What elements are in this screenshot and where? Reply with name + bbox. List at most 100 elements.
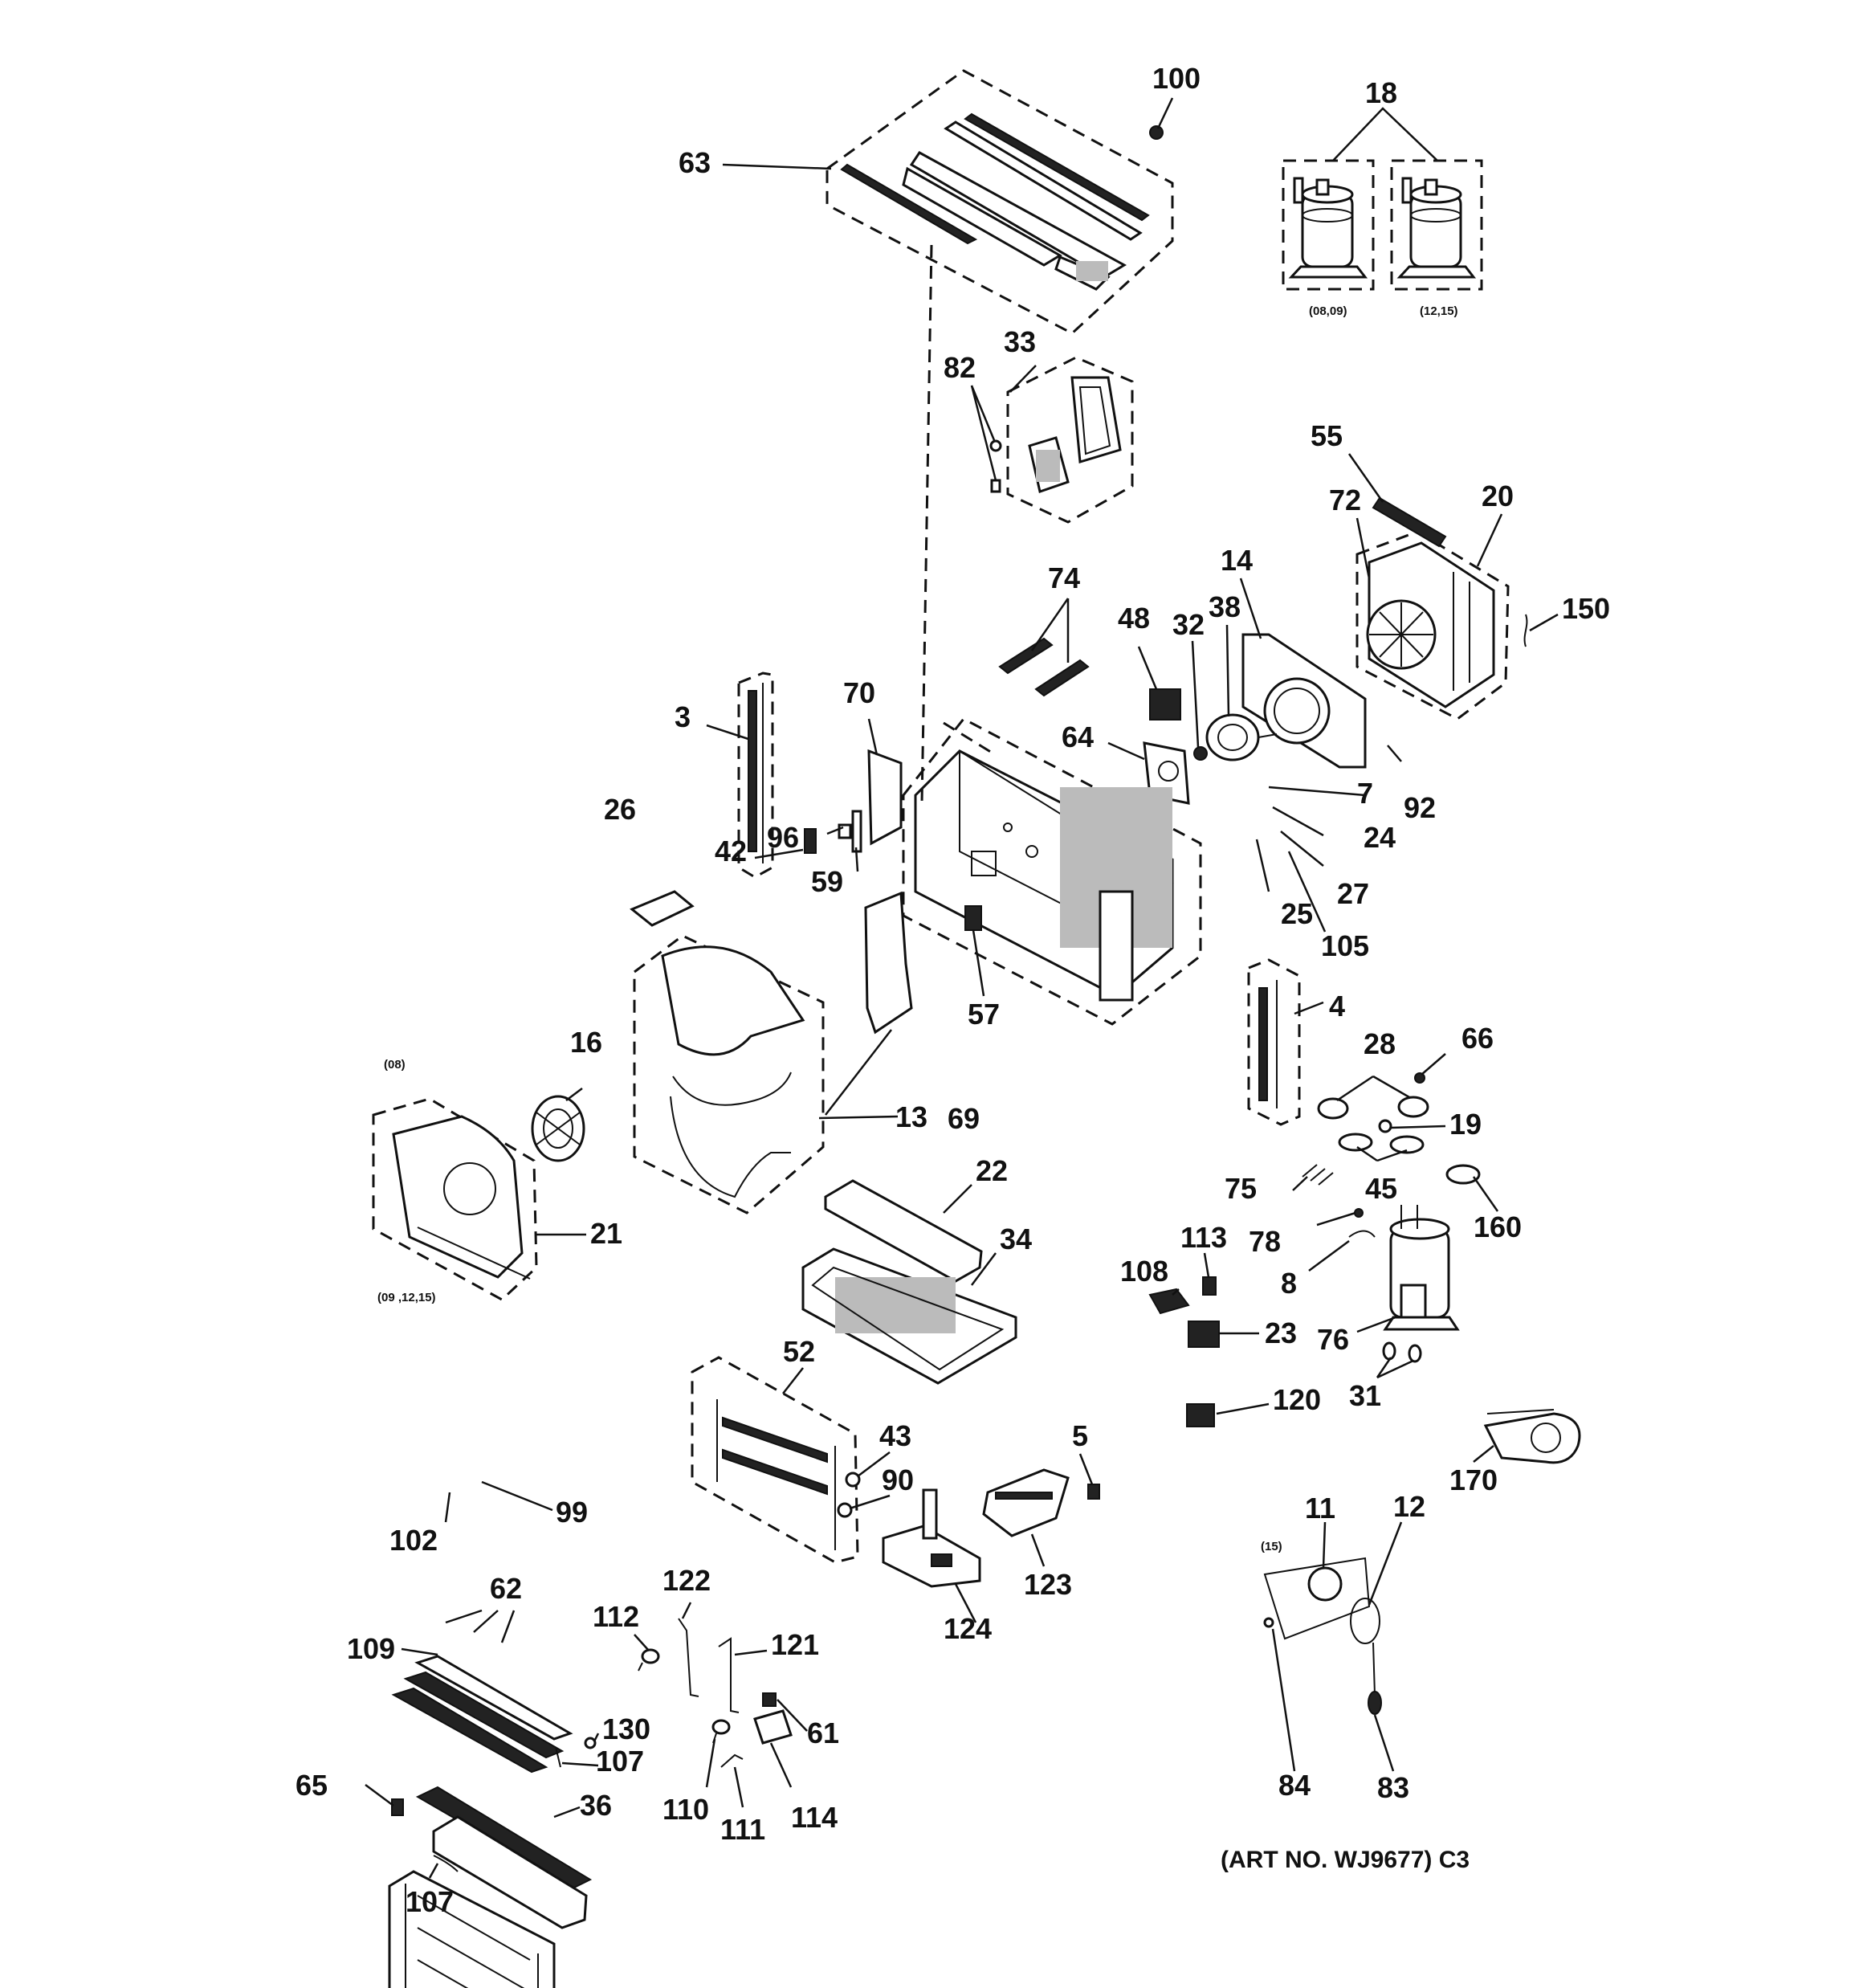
- part-11-12-84-83: [1263, 1557, 1382, 1715]
- label-84: 84: [1278, 1769, 1311, 1802]
- label-12: 12: [1393, 1490, 1425, 1523]
- label-114: 114: [791, 1801, 838, 1834]
- part-109: [432, 1815, 588, 1929]
- part-66: [1414, 1072, 1425, 1084]
- label-16: 16: [570, 1026, 602, 1059]
- part-14-fan-shroud: [1241, 633, 1367, 769]
- label-109: 109: [347, 1632, 395, 1665]
- label-110: 110: [662, 1793, 709, 1826]
- part-123: [982, 1468, 1070, 1537]
- part-130: [584, 1737, 597, 1749]
- label-13: 13: [895, 1100, 927, 1133]
- part-18-compressor-left: [1288, 177, 1368, 279]
- part-base-chassis: [914, 749, 1174, 1002]
- part-150: [1523, 614, 1528, 647]
- label-55: 55: [1311, 419, 1343, 452]
- part-48: [1149, 688, 1181, 720]
- part-107a: [555, 1746, 561, 1768]
- label-100: 100: [1152, 62, 1201, 95]
- part-99-102: [391, 1655, 573, 1774]
- part-69: [864, 891, 913, 1035]
- part-23: [1188, 1321, 1220, 1348]
- part-19: [1378, 1119, 1392, 1133]
- label-20: 20: [1482, 480, 1514, 512]
- label-33: 33: [1004, 325, 1036, 358]
- part-122: [678, 1618, 699, 1697]
- part-32: [1193, 746, 1208, 761]
- part-124: [882, 1488, 981, 1588]
- label-111: 111: [720, 1813, 765, 1846]
- label-61: 61: [807, 1717, 839, 1749]
- art-number: (ART NO. WJ9677) C3: [1221, 1847, 1470, 1873]
- label-5: 5: [1072, 1419, 1088, 1452]
- model-notes: (08,09) (12,15) (08) (09 ,12,15) (15): [377, 304, 1458, 1553]
- note-08-09: (08,09): [1309, 304, 1347, 318]
- part-96: [838, 823, 852, 839]
- label-4: 4: [1329, 990, 1345, 1023]
- part-57: [964, 905, 982, 931]
- label-65: 65: [296, 1769, 328, 1802]
- part-shapes: [388, 112, 1581, 1988]
- label-70: 70: [843, 676, 875, 709]
- part-8: [1348, 1230, 1376, 1238]
- group-13: [633, 934, 825, 1214]
- label-23: 23: [1265, 1316, 1297, 1349]
- group-18-left: [1282, 159, 1375, 291]
- label-52: 52: [783, 1335, 815, 1368]
- leader-lines: [365, 97, 1559, 1879]
- label-32: 32: [1172, 608, 1205, 641]
- part-108: [1148, 1288, 1190, 1315]
- label-59: 59: [811, 865, 843, 898]
- label-113: 113: [1180, 1221, 1227, 1254]
- label-64: 64: [1062, 720, 1094, 753]
- label-8: 8: [1281, 1267, 1297, 1300]
- label-48: 48: [1118, 602, 1150, 635]
- label-107a: 107: [596, 1745, 644, 1778]
- part-61: [762, 1692, 777, 1707]
- group-21: [372, 1097, 538, 1301]
- label-18: 18: [1365, 76, 1397, 109]
- part-38-motor: [1205, 713, 1278, 761]
- label-124: 124: [944, 1612, 992, 1645]
- part-16-blower-wheel: [531, 1095, 585, 1162]
- part-75: [1302, 1164, 1334, 1186]
- label-34: 34: [1000, 1223, 1032, 1255]
- group-3: [737, 672, 774, 879]
- part-21-scroll: [392, 1115, 531, 1280]
- part-107b: [433, 1855, 459, 1872]
- label-121: 121: [771, 1628, 819, 1661]
- label-31: 31: [1349, 1379, 1381, 1412]
- label-107b: 107: [406, 1885, 454, 1918]
- note-08: (08): [384, 1058, 406, 1072]
- label-7: 7: [1357, 777, 1373, 810]
- label-27: 27: [1337, 877, 1369, 910]
- label-150: 150: [1562, 592, 1610, 625]
- label-105: 105: [1321, 929, 1369, 962]
- label-92: 92: [1404, 791, 1436, 824]
- label-36: 36: [580, 1789, 612, 1822]
- part-4: [1258, 980, 1278, 1108]
- label-63: 63: [679, 146, 711, 179]
- part-112: [638, 1648, 660, 1672]
- label-69: 69: [948, 1102, 980, 1135]
- label-170: 170: [1449, 1463, 1498, 1496]
- label-120: 120: [1273, 1383, 1321, 1416]
- label-62: 62: [490, 1572, 522, 1605]
- part-33: [1028, 376, 1122, 493]
- part-13-blower-housing: [661, 945, 805, 1198]
- label-26: 26: [604, 793, 636, 826]
- label-90: 90: [882, 1463, 914, 1496]
- label-112: 112: [593, 1600, 639, 1633]
- label-122: 122: [662, 1564, 711, 1597]
- part-52-heater: [716, 1399, 836, 1550]
- part-42: [804, 828, 817, 854]
- part-76-compressor: [1383, 1205, 1460, 1331]
- part-55: [1372, 496, 1447, 548]
- note-15: (15): [1261, 1540, 1282, 1553]
- part-63: [840, 112, 1164, 291]
- label-38: 38: [1209, 590, 1241, 623]
- label-66: 66: [1461, 1022, 1494, 1055]
- part-160: [1445, 1164, 1481, 1185]
- label-14: 14: [1221, 544, 1253, 577]
- note-09-12-15: (09 ,12,15): [377, 1291, 436, 1304]
